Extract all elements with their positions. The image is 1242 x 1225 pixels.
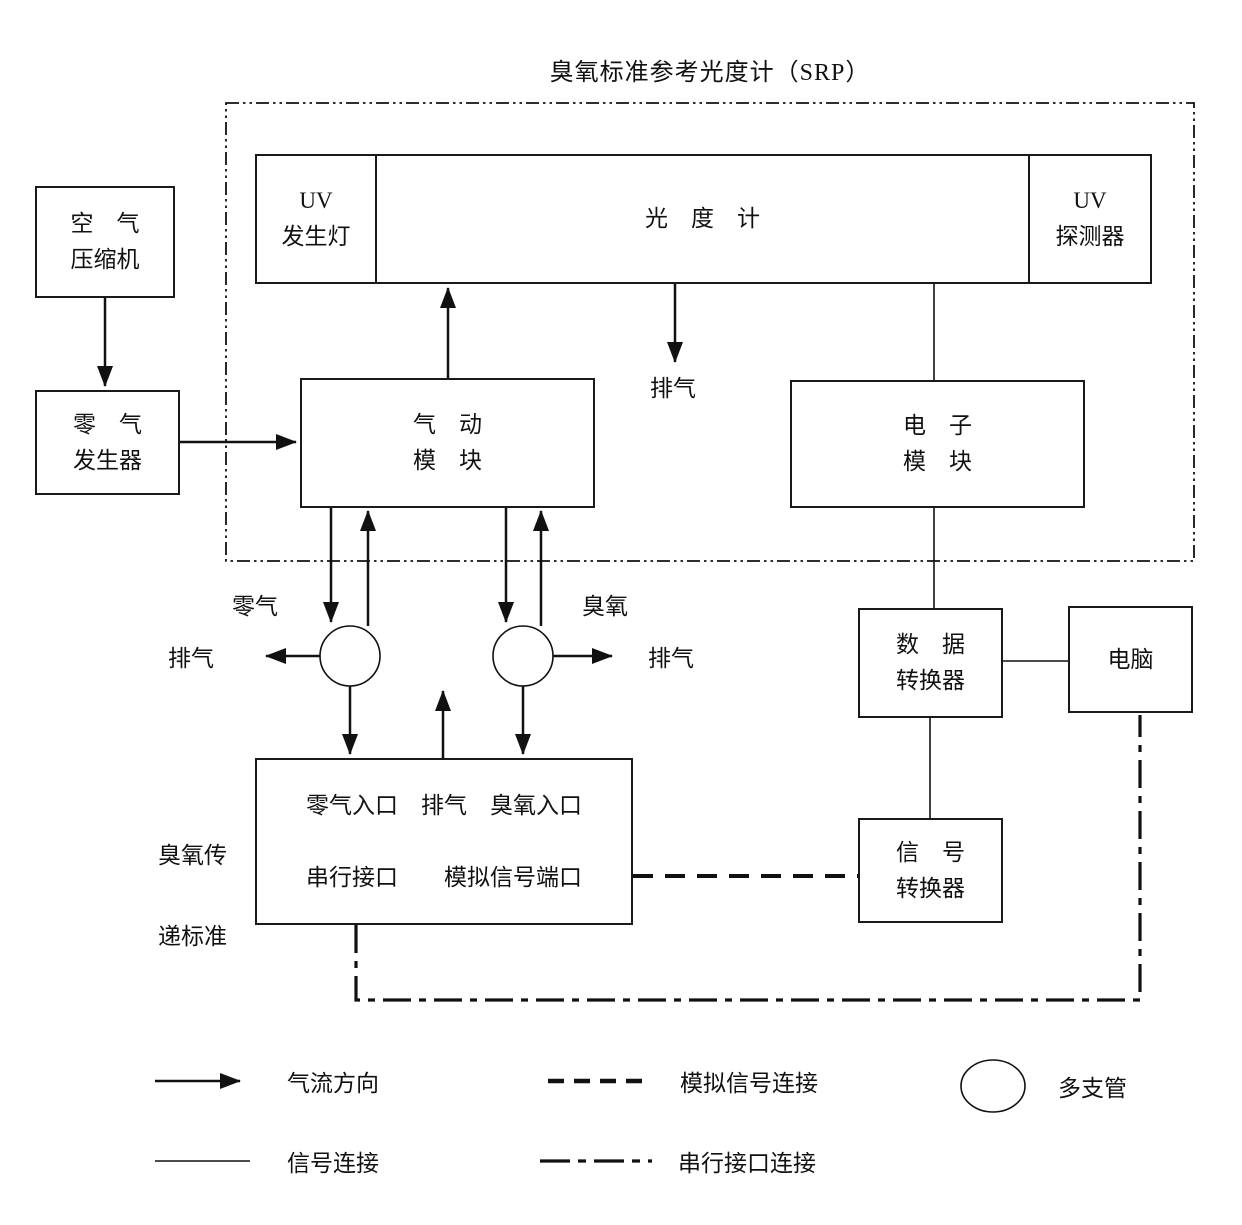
photometer-section: 光 度 计 <box>377 156 1028 282</box>
signal-converter-label-line1: 信 号 <box>896 839 965 865</box>
air-compressor-box: 空 气 压缩机 <box>35 186 175 298</box>
signal-converter-label-line2: 转换器 <box>896 875 965 901</box>
transfer-standard-caption-line1: 臭氧传 <box>158 843 227 869</box>
zero-air-generator-box: 零 气 发生器 <box>35 390 180 495</box>
legend-manifold-label: 多支管 <box>1058 1076 1127 1101</box>
legend-analog-label: 模拟信号连接 <box>680 1071 818 1096</box>
serial-line-transfer-to-computer <box>354 715 1142 1002</box>
electronic-module-label-line2: 模 块 <box>903 449 972 474</box>
uv-detector-label-line1: UV <box>1073 188 1107 214</box>
exhaust-left-label: 排气 <box>168 646 214 671</box>
uv-lamp-label-line1: UV <box>299 188 333 214</box>
signal-converter-box: 信 号 转换器 <box>858 818 1003 923</box>
legend-signal-label: 信号连接 <box>287 1151 379 1176</box>
computer-box: 电脑 <box>1068 606 1193 713</box>
transfer-standard-box: 零气入口 排气 臭氧入口 串行接口 模拟信号端口 <box>255 758 633 925</box>
uv-lamp-label-line2: 发生灯 <box>281 224 351 249</box>
data-converter-label-line2: 转换器 <box>896 668 965 693</box>
transfer-standard-interfaces-row: 串行接口 模拟信号端口 <box>306 864 582 890</box>
electronic-module-label-line1: 电 子 <box>903 413 972 439</box>
data-converter-box: 数 据 转换器 <box>858 608 1003 718</box>
exhaust-right-label: 排气 <box>648 646 694 671</box>
srp-boundary <box>225 102 1195 562</box>
zero-air-label: 零气 <box>232 594 278 619</box>
photometer-label: 光 度 计 <box>645 206 760 232</box>
transfer-standard-caption-line2: 递标准 <box>158 923 227 949</box>
computer-label: 电脑 <box>1107 646 1154 672</box>
air-compressor-label-line2: 压缩机 <box>70 247 140 272</box>
uv-detector-label-line2: 探测器 <box>1055 224 1125 249</box>
uv-detector-section: UV 探测器 <box>1028 156 1150 282</box>
pneumatic-module-label-line2: 模 块 <box>413 448 482 473</box>
left-manifold-icon <box>319 625 381 687</box>
legend-manifold-icon <box>960 1059 1026 1113</box>
uv-lamp-section: UV 发生灯 <box>257 156 377 282</box>
air-compressor-label-line1: 空 气 <box>70 211 140 237</box>
transfer-standard-caption: 臭氧传 递标准 <box>135 796 227 997</box>
zero-air-generator-label-line2: 发生器 <box>73 447 142 473</box>
electronic-module-box: 电 子 模 块 <box>790 380 1085 508</box>
pneumatic-module-box: 气 动 模 块 <box>300 378 595 508</box>
photometer-assembly-box: UV 发生灯 光 度 计 UV 探测器 <box>255 154 1152 284</box>
photometer-exhaust-label: 排气 <box>650 376 696 401</box>
legend-flow-label: 气流方向 <box>287 1071 379 1096</box>
zero-air-generator-label-line1: 零 气 <box>73 411 142 437</box>
data-converter-label-line1: 数 据 <box>896 632 965 658</box>
legend-serial-label: 串行接口连接 <box>678 1151 816 1176</box>
right-manifold-icon <box>492 625 554 687</box>
transfer-standard-ports-row: 零气入口 排气 臭氧入口 <box>306 792 582 818</box>
pneumatic-module-label-line1: 气 动 <box>413 412 482 438</box>
diagram-title: 臭氧标准参考光度计（SRP） <box>549 60 871 86</box>
ozone-label: 臭氧 <box>582 594 628 619</box>
